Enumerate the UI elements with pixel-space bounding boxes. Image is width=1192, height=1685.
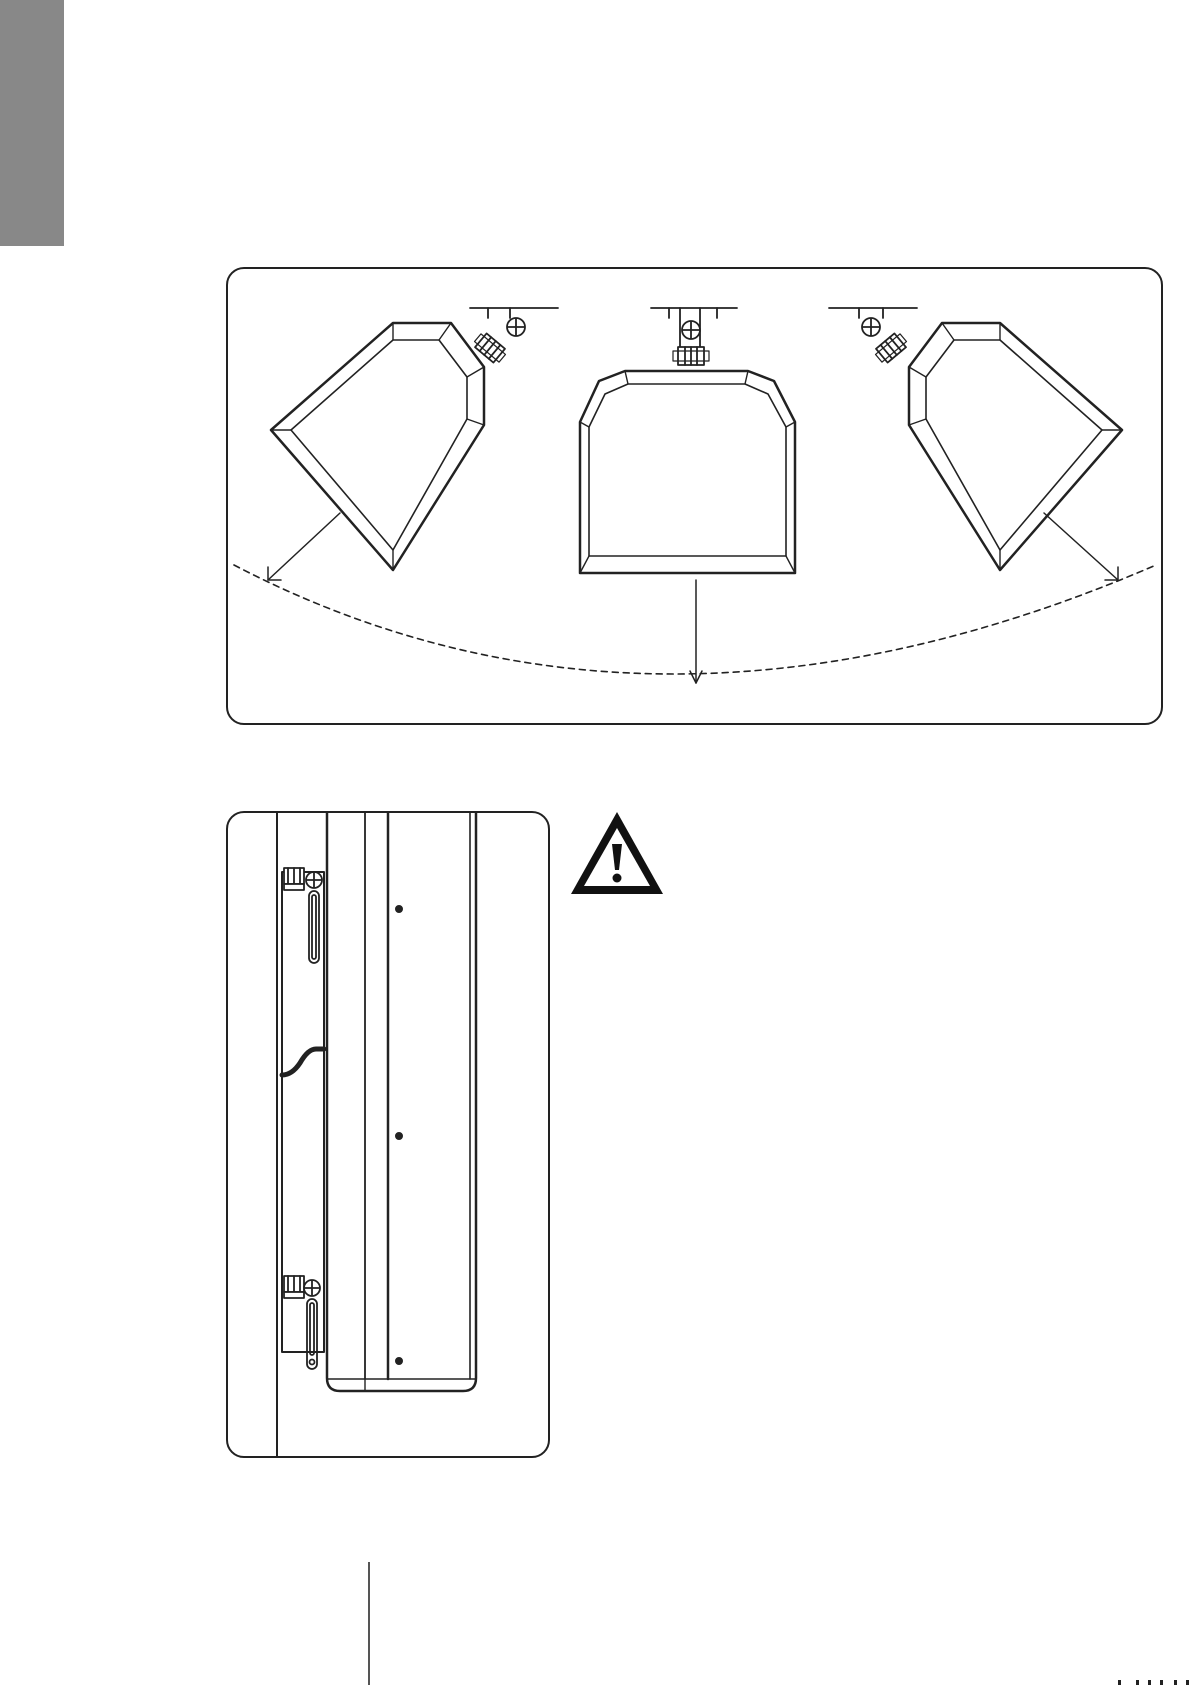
mounting-angles-panel [226,267,1163,725]
coverage-arc [234,565,1156,674]
bracket-bottom-icon [284,1276,320,1369]
side-view-panel [226,811,550,1458]
heater-tilted-right-icon [909,323,1122,570]
screw-top [396,906,403,913]
footer-rule [368,1562,370,1685]
side-view-diagram [228,813,550,1458]
bracket-right [829,308,917,365]
arrow-left [268,513,340,580]
warning-triangle-icon [567,808,667,898]
heater-straight-down-icon [580,371,795,573]
unit-body [327,813,476,1391]
bracket-top-icon [284,868,322,963]
arrow-right [1044,513,1118,580]
cable [282,1049,324,1075]
heater-tilted-left-icon [271,323,484,570]
bracket-middle [651,308,737,365]
bracket-left [470,308,558,365]
screw-bottom [396,1358,403,1365]
mounting-angles-diagram [228,269,1163,725]
section-tab [0,0,64,246]
screw-middle [396,1133,403,1140]
arrow-middle [690,580,702,683]
crop-marks [1108,1680,1192,1685]
